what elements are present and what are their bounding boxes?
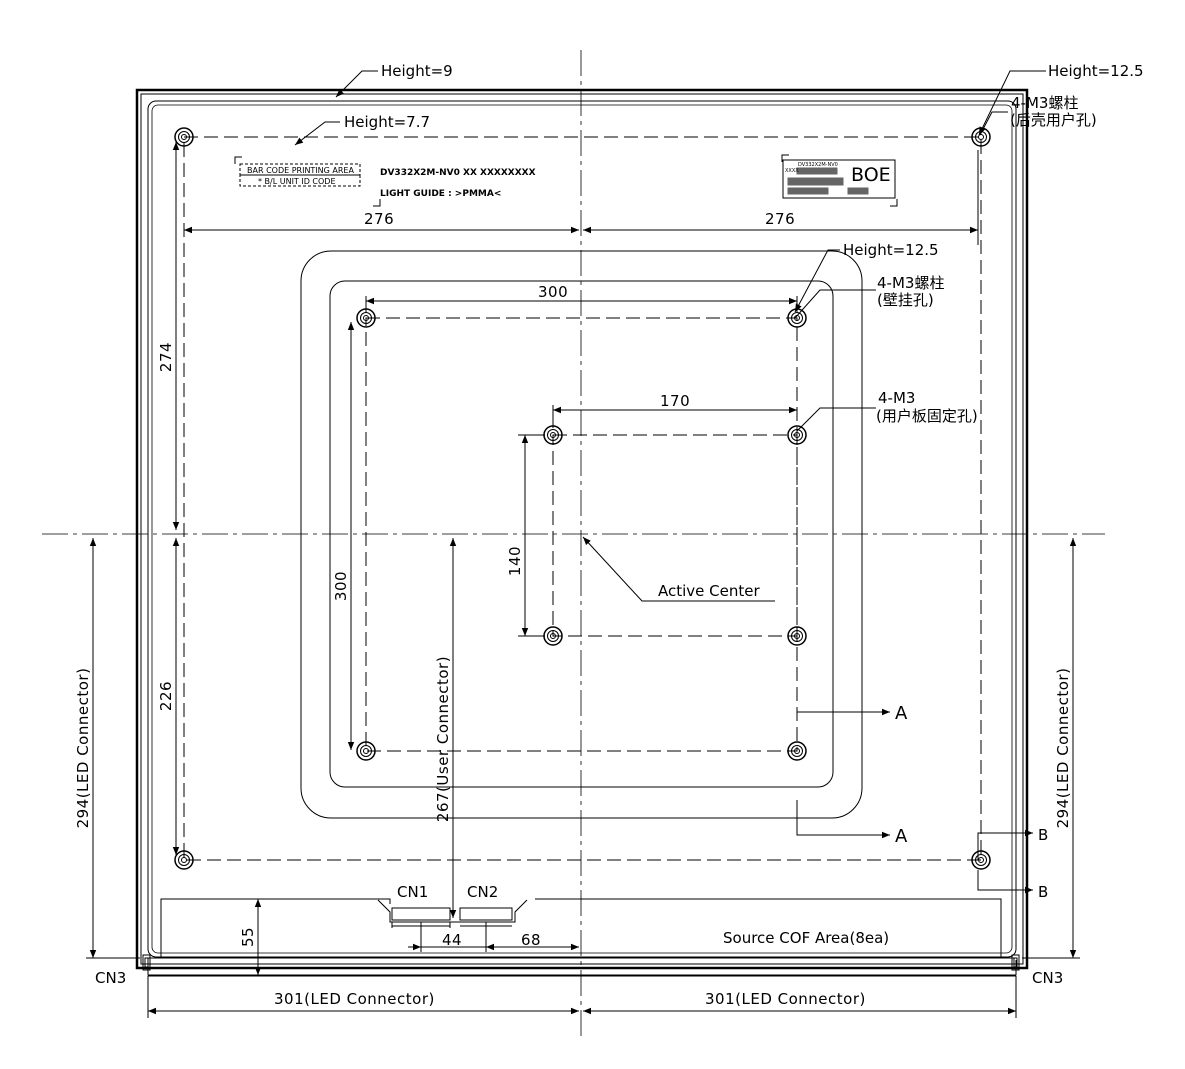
label-model-small: DV332X2M-NV0 — [798, 162, 838, 168]
section-a-top: A — [895, 703, 908, 724]
wall-mount-pattern — [365, 317, 798, 752]
wall-mount-screw-label: 4-M3螺柱 — [877, 274, 944, 292]
barcode-bars-2 — [787, 177, 844, 186]
rear-shell-hole-tl — [174, 127, 194, 147]
model-line-text: DV332X2M-NV0 XX XXXXXXXX — [380, 168, 536, 178]
dim-294-right: 294(LED Connector) — [1054, 668, 1072, 829]
dim-226: 226 — [157, 681, 175, 711]
rear-shell-screw-label: 4-M3螺柱 — [1011, 94, 1078, 112]
cn2-label: CN2 — [467, 883, 498, 901]
dim-300-h: 300 — [538, 283, 568, 301]
barcode-label — [234, 156, 381, 207]
dim-55: 55 — [239, 927, 257, 947]
barcode-bars-3 — [787, 187, 829, 195]
mounting-holes — [174, 127, 991, 870]
source-cof-label: Source COF Area(8ea) — [723, 929, 889, 947]
label-code-small: XXXX — [785, 168, 799, 174]
barcode-bars-1 — [796, 167, 838, 175]
height-outer-frame: Height=9 — [381, 62, 453, 80]
section-a-bottom: A — [895, 826, 908, 847]
barcode-area-text: BAR CODE PRINTING AREA — [247, 166, 354, 175]
wall-mount-hole-br — [787, 741, 807, 761]
barcode-bars-4 — [847, 187, 869, 195]
cn3-left-label: CN3 — [95, 969, 126, 987]
wall-mount-note: (壁挂孔) — [877, 291, 934, 309]
user-board-hole-br — [787, 626, 807, 646]
annotation-texts: Height=9 Height=12.5 4-M3螺柱 (后壳用户孔) Heig… — [74, 62, 1144, 1008]
dimension-lines — [86, 142, 1080, 1018]
rear-shell-hole-bl — [174, 850, 194, 870]
user-board-pattern — [552, 434, 798, 637]
user-board-hole-tr — [787, 425, 807, 445]
dim-68: 68 — [521, 931, 541, 949]
brand-text: BOE — [851, 164, 891, 186]
user-board-screw-label: 4-M3 — [878, 389, 915, 407]
cn3-right-label: CN3 — [1032, 969, 1063, 987]
center-lines — [42, 50, 1105, 1040]
unit-id-text: * B/L UNIT ID CODE — [258, 177, 336, 186]
height-top-right: Height=12.5 — [1048, 62, 1144, 80]
outer-frame — [135, 88, 1029, 970]
dim-301-left: 301(LED Connector) — [274, 990, 435, 1008]
rear-shell-note: (后壳用户孔) — [1010, 111, 1097, 129]
inner-recess — [300, 250, 863, 819]
rear-shell-hole-br — [971, 850, 991, 870]
boe-label — [781, 154, 898, 207]
cn3-right-connector — [1011, 954, 1020, 971]
dim-140: 140 — [506, 546, 524, 576]
active-center-label: Active Center — [658, 582, 760, 600]
light-guide-text: LIGHT GUIDE : >PMMA< — [380, 189, 501, 199]
dim-267: 267(User Connector) — [434, 656, 452, 822]
user-board-note: (用户板固定孔) — [876, 407, 978, 425]
wall-mount-hole-bl — [356, 741, 376, 761]
hole-pattern-lines — [183, 136, 982, 861]
section-b-top: B — [1038, 826, 1048, 844]
dim-44: 44 — [442, 931, 462, 949]
dim-276-left: 276 — [364, 210, 394, 228]
dim-300-v: 300 — [332, 571, 350, 601]
cn1-label: CN1 — [397, 883, 428, 901]
height-inner-panel: Height=7.7 — [344, 113, 430, 131]
leader-lines — [294, 70, 1046, 894]
dim-274: 274 — [157, 342, 175, 372]
dim-301-right: 301(LED Connector) — [705, 990, 866, 1008]
dim-170: 170 — [660, 392, 690, 410]
cn3-left-connector — [142, 954, 151, 971]
section-b-bottom: B — [1038, 883, 1048, 901]
height-wall-mount: Height=12.5 — [843, 241, 939, 259]
dim-294-left: 294(LED Connector) — [74, 668, 92, 829]
dim-276-right: 276 — [765, 210, 795, 228]
